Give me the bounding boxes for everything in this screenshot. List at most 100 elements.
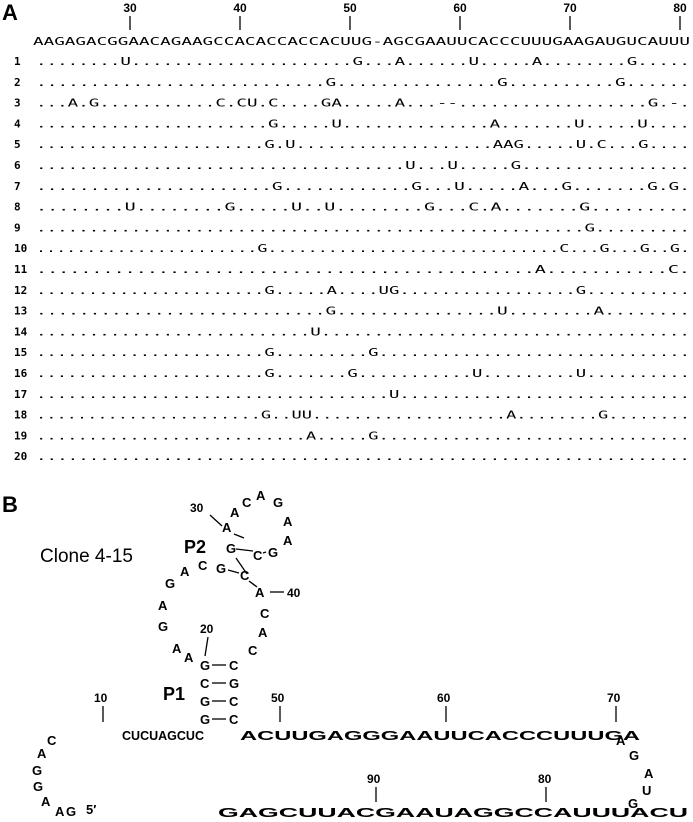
nucleotide: A (184, 650, 194, 665)
nucleotide: G (226, 541, 236, 556)
nucleotide: C (248, 643, 258, 658)
nucleotide: G (629, 748, 639, 763)
nucleotide: G (200, 658, 210, 673)
clone-sequence: ...A.G...........C.CU.C....GA.....A...--… (36, 97, 690, 110)
nucleotide: A (255, 585, 265, 600)
clone-sequence: ..........................A.....G.......… (36, 429, 690, 442)
nucleotide: A (41, 794, 51, 809)
clone-number: 1 (14, 55, 21, 68)
clone-number: 2 (14, 76, 21, 89)
clone-sequence: ........U........G.....U..U........G...C… (36, 201, 690, 214)
nucleotide: A (283, 533, 293, 548)
reference-sequence: AAGAGACGGAACAGAAGCCACACCACCACUUG-AGCGAAU… (33, 35, 690, 48)
nucleotide: G (273, 495, 283, 510)
nucleotide: C (240, 568, 250, 583)
position-ruler: 30 40 50 60 70 80 (123, 1, 687, 30)
ruler-tick-30: 30 (123, 1, 137, 15)
ruler-tick-80: 80 (673, 1, 687, 15)
clone-number: 18 (14, 409, 27, 422)
nucleotide: G (32, 763, 42, 778)
clone-sequence: ..........................U.............… (36, 325, 690, 338)
nucleotide: C (242, 495, 252, 510)
clone-sequence: ........................................… (36, 221, 690, 234)
ruler-tick-40: 40 (233, 1, 247, 15)
clone-number: 17 (14, 388, 27, 401)
nucleotide: C (229, 694, 239, 709)
nucleotide: A (230, 505, 240, 520)
position-20: 20 (200, 622, 214, 636)
nucleotide: G (628, 796, 638, 811)
position-90: 90 (367, 772, 381, 786)
nucleotide: G (158, 619, 168, 634)
clone-sequence: ......................G..UU.............… (36, 409, 690, 422)
nucleotide: A (644, 766, 654, 781)
clone-sequence: ........U.....................G...A.....… (36, 55, 690, 68)
position-80: 80 (538, 772, 552, 786)
nucleotide: A (222, 520, 232, 535)
bond (262, 551, 267, 554)
clone-number: 19 (14, 429, 27, 442)
panel-a-label: A (2, 0, 18, 25)
five-prime-end: 5′ (86, 802, 96, 817)
clone-sequence: ......................G.......G.........… (36, 367, 690, 380)
clone-number: 13 (14, 305, 27, 318)
nucleotide: C (229, 712, 239, 727)
ruler-tick-60: 60 (453, 1, 467, 15)
bond (227, 569, 240, 574)
nucleotide: G (216, 561, 226, 576)
clone-sequence: ......................G.....U...........… (36, 117, 690, 130)
bond (233, 533, 245, 539)
clone-number: 7 (14, 180, 21, 193)
nucleotide: A (172, 641, 182, 656)
position-10: 10 (94, 691, 108, 705)
strand-segment-10: CUCUAGCUC (122, 728, 205, 743)
ruler-tick-50: 50 (343, 1, 357, 15)
clone-sequence: ...................................U...U… (36, 159, 690, 172)
nucleotide: C (198, 558, 208, 573)
clone-number: 11 (14, 263, 28, 276)
clone-sequence: ......................G.................… (36, 242, 690, 255)
nucleotide: G (229, 676, 239, 691)
nucleotide: G (200, 712, 210, 727)
nucleotide: A (180, 564, 190, 579)
clone-number: 15 (14, 346, 27, 359)
clone-number: 14 (14, 325, 28, 338)
clone-alignment: 1 ........U.....................G...A....… (14, 55, 690, 463)
nucleotide: U (642, 783, 651, 798)
nucleotide: A (256, 488, 266, 503)
clone-number: 8 (14, 201, 21, 214)
nucleotide: A (283, 514, 293, 529)
helix-p1-label: P1 (163, 684, 185, 704)
nucleotide: G (268, 545, 278, 560)
position-50: 50 (271, 691, 285, 705)
clone-sequence: ...........................G............… (36, 305, 690, 318)
clone-sequence: ......................G.....A....UG.....… (36, 284, 690, 297)
clone-number: 4 (14, 117, 21, 130)
clone-number: 10 (14, 242, 27, 255)
nucleotide: A (158, 598, 168, 613)
position-70: 70 (607, 691, 621, 705)
clone-number: 5 (14, 138, 21, 151)
ruler-tick-70: 70 (563, 1, 577, 15)
nucleotide: G (33, 779, 43, 794)
helix-p2-label: P2 (184, 537, 206, 557)
nucleotide: G (200, 694, 210, 709)
nucleotide: A (55, 804, 65, 819)
nucleotide: A (616, 733, 626, 748)
clone-number: 16 (14, 367, 28, 380)
nucleotide: C (47, 733, 57, 748)
clone-number: 6 (14, 159, 21, 172)
clone-sequence: ......................G.........G.......… (36, 346, 690, 359)
nucleotide: A (258, 625, 268, 640)
tick-30 (209, 514, 223, 527)
tick-20 (204, 636, 209, 657)
clone-sequence: ..................................U.....… (36, 388, 690, 401)
nucleotide: C (200, 676, 210, 691)
nucleotide: G (66, 804, 76, 819)
clone-sequence: ......................G.U...............… (36, 138, 690, 151)
clone-sequence: ......................G............G...U… (36, 180, 690, 193)
strand-segment-50: ACUUGAGGGAAUUCACCCUUUGA (240, 728, 641, 743)
panel-b-label: B (2, 492, 18, 517)
clone-sequence: ...........................G............… (36, 76, 690, 89)
